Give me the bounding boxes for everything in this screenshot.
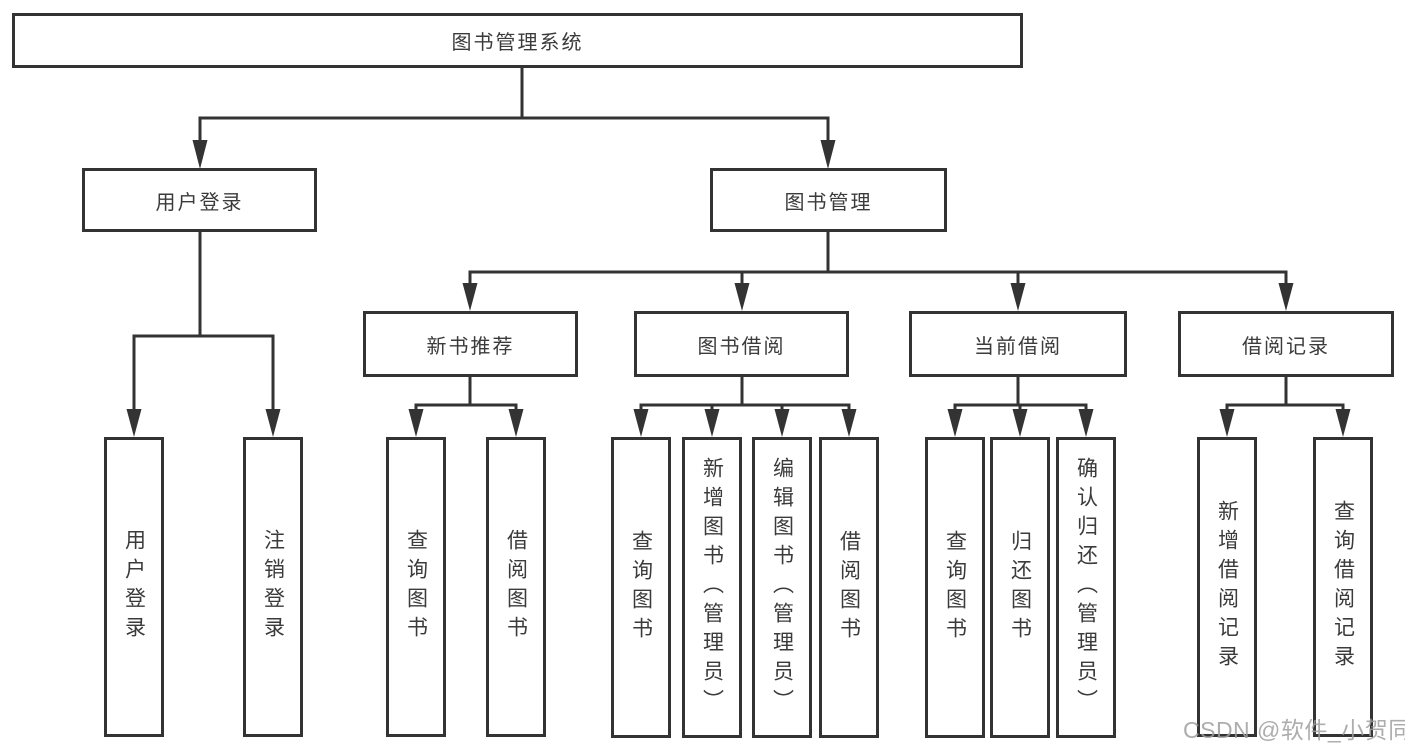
arrowhead-current-borrowing: [1010, 283, 1026, 311]
node-root-library-system: 图书管理系统: [12, 13, 1023, 68]
leaf-edit-books-admin: 编辑图书（管理员）: [752, 437, 812, 738]
node-label: 查询图书: [404, 529, 428, 645]
node-label: 注销登录: [261, 529, 285, 645]
connector-rail: [414, 403, 518, 410]
connector-new-book-recommend-to-leaves: [408, 377, 524, 437]
node-label: 确认归还（管理员）: [1074, 457, 1098, 718]
node-label: 用户登录: [122, 529, 146, 645]
node-label: 查询借阅记录: [1331, 500, 1355, 674]
arrowhead-user-login: [192, 140, 208, 169]
arrowhead-leaf: [1012, 409, 1028, 437]
leaf-query-books-borrow: 查询图书: [611, 437, 671, 738]
arrowhead-leaf: [1078, 409, 1094, 437]
arrowhead-leaf: [841, 409, 857, 437]
arrowhead-leaf-user-login: [126, 409, 142, 437]
node-label: 图书借阅: [697, 335, 786, 358]
node-label: 查询图书: [629, 529, 653, 646]
leaf-logout: 注销登录: [243, 437, 303, 737]
node-current-borrowing: 当前借阅: [909, 311, 1127, 377]
node-user-login: 用户登录: [82, 168, 317, 232]
csdn-watermark: CSDN @软件_小贺同学: [1183, 717, 1405, 743]
connector-root-to-level2: [192, 68, 836, 169]
node-label: 新增借阅记录: [1215, 500, 1239, 674]
leaf-query-books-newbooks: 查询图书: [386, 437, 446, 737]
connector-rail: [639, 403, 851, 410]
connector-rail: [198, 116, 830, 142]
connector-borrow-records-to-leaves: [1219, 377, 1351, 437]
connector-rail: [132, 334, 275, 410]
node-label: 查询图书: [943, 529, 967, 646]
arrowhead-leaf: [1219, 409, 1235, 437]
node-label: 借阅图书: [837, 529, 861, 646]
node-label: 图书管理系统: [451, 32, 584, 54]
arrowhead-leaf: [408, 409, 424, 437]
arrowhead-borrow-records: [1278, 283, 1294, 311]
node-label: 用户登录: [155, 191, 244, 214]
node-label: 归还图书: [1008, 529, 1032, 646]
node-book-borrowing: 图书借阅: [634, 311, 849, 377]
connector-current-borrowing-to-leaves: [947, 377, 1094, 437]
node-label: 借阅记录: [1242, 335, 1330, 358]
leaf-borrow-books: 借阅图书: [819, 437, 879, 738]
connector-user-login-to-leaves: [126, 232, 281, 437]
node-label: 当前借阅: [974, 335, 1062, 358]
node-label: 新增图书（管理员）: [700, 457, 724, 718]
node-book-management: 图书管理: [710, 168, 947, 232]
node-new-book-recommend: 新书推荐: [363, 311, 578, 377]
connector-rail: [468, 270, 1288, 284]
arrowhead-leaf: [1335, 409, 1351, 437]
leaf-query-borrow-record: 查询借阅记录: [1313, 437, 1373, 737]
leaf-add-books-admin: 新增图书（管理员）: [682, 437, 742, 738]
leaf-confirm-return-admin: 确认归还（管理员）: [1056, 437, 1116, 738]
arrowhead-leaf: [633, 409, 649, 437]
arrowhead-leaf: [508, 409, 524, 437]
connector-book-borrowing-to-leaves: [633, 377, 857, 437]
leaf-user-login: 用户登录: [104, 437, 164, 737]
node-label: 新书推荐: [426, 335, 515, 358]
node-label: 借阅图书: [504, 529, 528, 645]
connector-book-management-to-level3: [462, 232, 1294, 311]
node-borrow-records: 借阅记录: [1178, 311, 1394, 377]
arrowhead-leaf: [947, 409, 963, 437]
leaf-query-books-current: 查询图书: [925, 437, 985, 738]
leaf-return-books: 归还图书: [990, 437, 1050, 738]
arrowhead-book-management: [820, 140, 836, 169]
leaf-borrow-books-newbooks: 借阅图书: [486, 437, 546, 737]
leaf-add-borrow-record: 新增借阅记录: [1197, 437, 1257, 737]
arrowhead-new-book-recommend: [462, 283, 478, 311]
connector-rail: [1225, 403, 1345, 410]
node-label: 编辑图书（管理员）: [770, 457, 794, 718]
arrowhead-leaf-logout: [265, 409, 281, 437]
node-label: 图书管理: [784, 191, 873, 214]
arrowhead-leaf: [704, 409, 720, 437]
arrowhead-leaf: [774, 409, 790, 437]
arrowhead-book-borrowing: [734, 283, 750, 311]
